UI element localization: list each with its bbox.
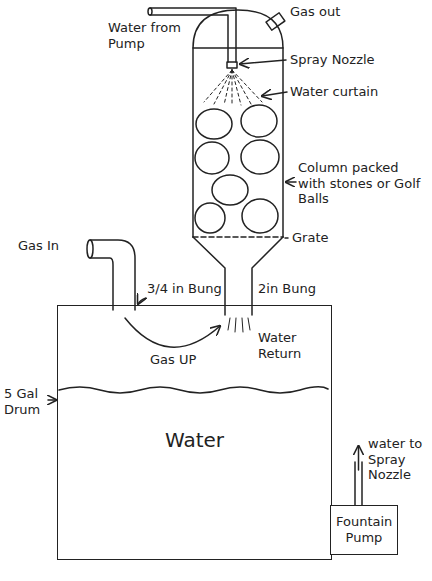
drum-body: Water xyxy=(57,305,332,560)
flow-arrow xyxy=(358,446,360,470)
pump-pipe xyxy=(361,462,363,505)
inlet-label: Water from Pump xyxy=(108,20,190,51)
water-curtain xyxy=(204,70,262,106)
node-text: Fountain Pump xyxy=(336,514,392,545)
grate-label: Grate xyxy=(292,230,328,246)
packing-stones xyxy=(195,105,279,233)
column-wall xyxy=(192,48,194,237)
return-funnel xyxy=(193,237,225,315)
packing-label: Column packed with stones or Golf Balls xyxy=(298,160,426,207)
curtain-label: Water curtain xyxy=(290,84,378,100)
return-funnel xyxy=(252,237,283,315)
leader-line xyxy=(48,399,56,401)
water-surface xyxy=(59,387,328,393)
water-drips xyxy=(228,318,250,332)
bung-label: 2in Bung xyxy=(258,281,316,297)
leader-line xyxy=(286,181,296,183)
drum-label: 5 Gal Drum xyxy=(4,386,48,417)
gas-in-label: Gas In xyxy=(18,238,59,254)
pump-pipe xyxy=(354,462,356,505)
pump-outlet-label: water to Spray Nozzle xyxy=(368,436,430,483)
pipe-end xyxy=(87,240,93,258)
gas-up-label: Gas UP xyxy=(150,352,196,368)
bung-label: 3/4 in Bung xyxy=(147,281,222,297)
leader-line xyxy=(262,92,287,96)
spray-nozzle xyxy=(227,62,237,68)
return-label: Water Return xyxy=(258,330,320,361)
column-dome xyxy=(193,10,283,48)
leader-line xyxy=(138,298,146,304)
gas-inlet-pipe xyxy=(90,258,113,310)
node-text: Water xyxy=(63,428,326,452)
nozzle-label: Spray Nozzle xyxy=(290,52,375,68)
leader-line xyxy=(285,237,288,239)
gas-outlet xyxy=(266,13,285,30)
pump-box: Fountain Pump xyxy=(330,505,398,555)
grate xyxy=(193,236,283,238)
outlet-label: Gas out xyxy=(290,4,340,20)
pipe-end xyxy=(148,8,152,15)
gas-inlet-pipe xyxy=(90,240,135,310)
column-wall xyxy=(282,48,284,237)
gas-flow-arrow xyxy=(125,318,220,347)
leader-line xyxy=(240,60,286,64)
